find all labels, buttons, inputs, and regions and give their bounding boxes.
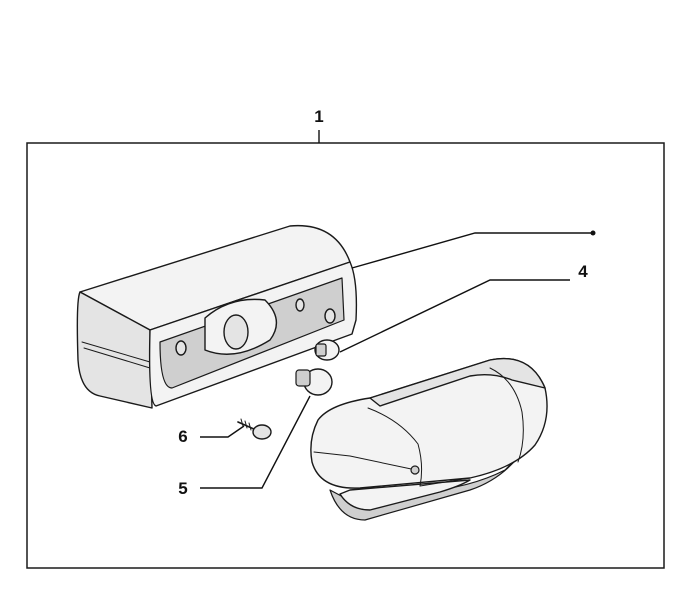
callout-4-leader [339,279,570,353]
bulb-4 [314,339,340,361]
housing-leader-dot [590,230,596,236]
lens-cover-ridge [369,357,546,407]
housing-lamp-socket [223,314,249,350]
callout-1: 1 [314,107,324,143]
bulb-4-base [315,343,327,357]
callout-5-label: 5 [178,479,187,498]
callout-6-label: 6 [178,427,187,446]
bulb-5 [295,368,333,396]
callout-6-leader [200,425,245,438]
lens-cover-band [313,451,417,471]
callout-6: 6 [178,425,245,446]
bulb-5-base [295,369,311,387]
lens-cover-screw-hole [410,465,420,475]
housing-screw-hole-right [324,308,336,324]
housing-front-face [76,291,153,409]
callout-4: 4 [339,262,588,353]
callout-4-label: 4 [578,262,588,281]
housing-leader-line [351,232,592,269]
housing-screw-hole-left [175,340,187,356]
screw-6-head [252,424,272,440]
screw-6-shank [237,421,257,431]
screw-6-thread [240,418,252,431]
lens-cover [310,357,548,521]
callout-5: 5 [178,395,311,498]
callout-5-leader [200,395,311,489]
housing-side-line [81,341,151,363]
lens-cover-tray-inner [339,479,471,511]
callout-1-label: 1 [314,107,323,126]
lamp-housing [76,224,358,409]
lens-cover-seam-right [489,367,524,463]
housing-side-line-2 [83,347,151,369]
lens-cover-seam-left [367,407,423,487]
housing-screw-hole-mid [295,298,305,312]
lens-cover-band-2 [419,477,471,487]
diagram-frame [26,142,665,569]
housing-leader [351,230,596,269]
screw-6 [237,418,272,440]
